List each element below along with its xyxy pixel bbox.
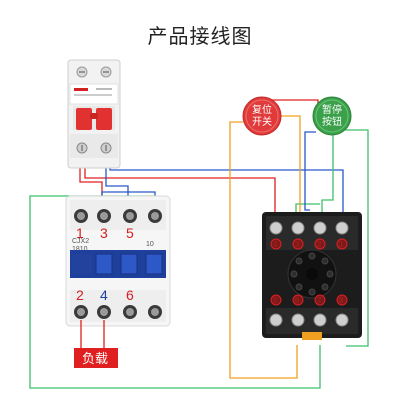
pause-button-line1: 暂停 xyxy=(322,103,342,116)
pause-button-line2: 按钮 xyxy=(322,115,342,128)
contactor-bottom-terminal-4: 4 xyxy=(100,287,108,303)
contactor-bottom-terminal-2: 2 xyxy=(76,287,84,303)
contactor-top-terminal-1: 1 xyxy=(76,225,84,241)
load-label: 负载 xyxy=(82,352,108,367)
reset-switch[interactable]: 复位 开关 xyxy=(242,96,282,136)
contactor-model-line2: 1810 xyxy=(72,246,88,253)
load-box: 负载 xyxy=(74,348,118,368)
relay-terminal-bottom-6: 6 xyxy=(295,296,300,305)
time-relay-socket: 4 3 2 1 5 6 7 8 xyxy=(262,212,362,340)
relay-terminal-top-2: 3 xyxy=(295,240,300,249)
relay-terminal-top-1: 4 xyxy=(273,240,278,249)
contactor-bottom-terminal-6: 6 xyxy=(126,287,134,303)
load-wires xyxy=(80,320,105,348)
contactor-model-line1: CJX2 xyxy=(72,238,89,245)
contactor-top-terminal-5: 5 xyxy=(126,225,134,241)
relay-terminal-bottom-7: 7 xyxy=(317,296,322,305)
pause-button[interactable]: 暂停 按钮 xyxy=(312,96,352,136)
relay-terminal-bottom-8: 8 xyxy=(339,296,344,305)
relay-terminal-bottom-5: 5 xyxy=(273,296,278,305)
relay-bottom-screws xyxy=(269,313,349,327)
reset-switch-line2: 开关 xyxy=(252,115,272,128)
contactor-aux-label: 10 xyxy=(146,241,154,248)
contactor: 1 3 5 CJX2 1810 10 2 4 6 xyxy=(65,195,171,327)
relay-top-screws xyxy=(269,221,349,235)
circuit-breaker xyxy=(67,59,121,169)
contactor-top-screws xyxy=(74,209,162,223)
relay-terminal-top-3: 2 xyxy=(317,240,322,249)
reset-switch-line1: 复位 xyxy=(252,103,272,116)
contactor-bottom-screws xyxy=(74,305,162,319)
relay-socket-pins xyxy=(290,252,334,296)
contactor-top-terminal-3: 3 xyxy=(100,225,108,241)
relay-terminal-top-4: 1 xyxy=(339,240,344,249)
diagram-title: 产品接线图 xyxy=(147,24,253,48)
